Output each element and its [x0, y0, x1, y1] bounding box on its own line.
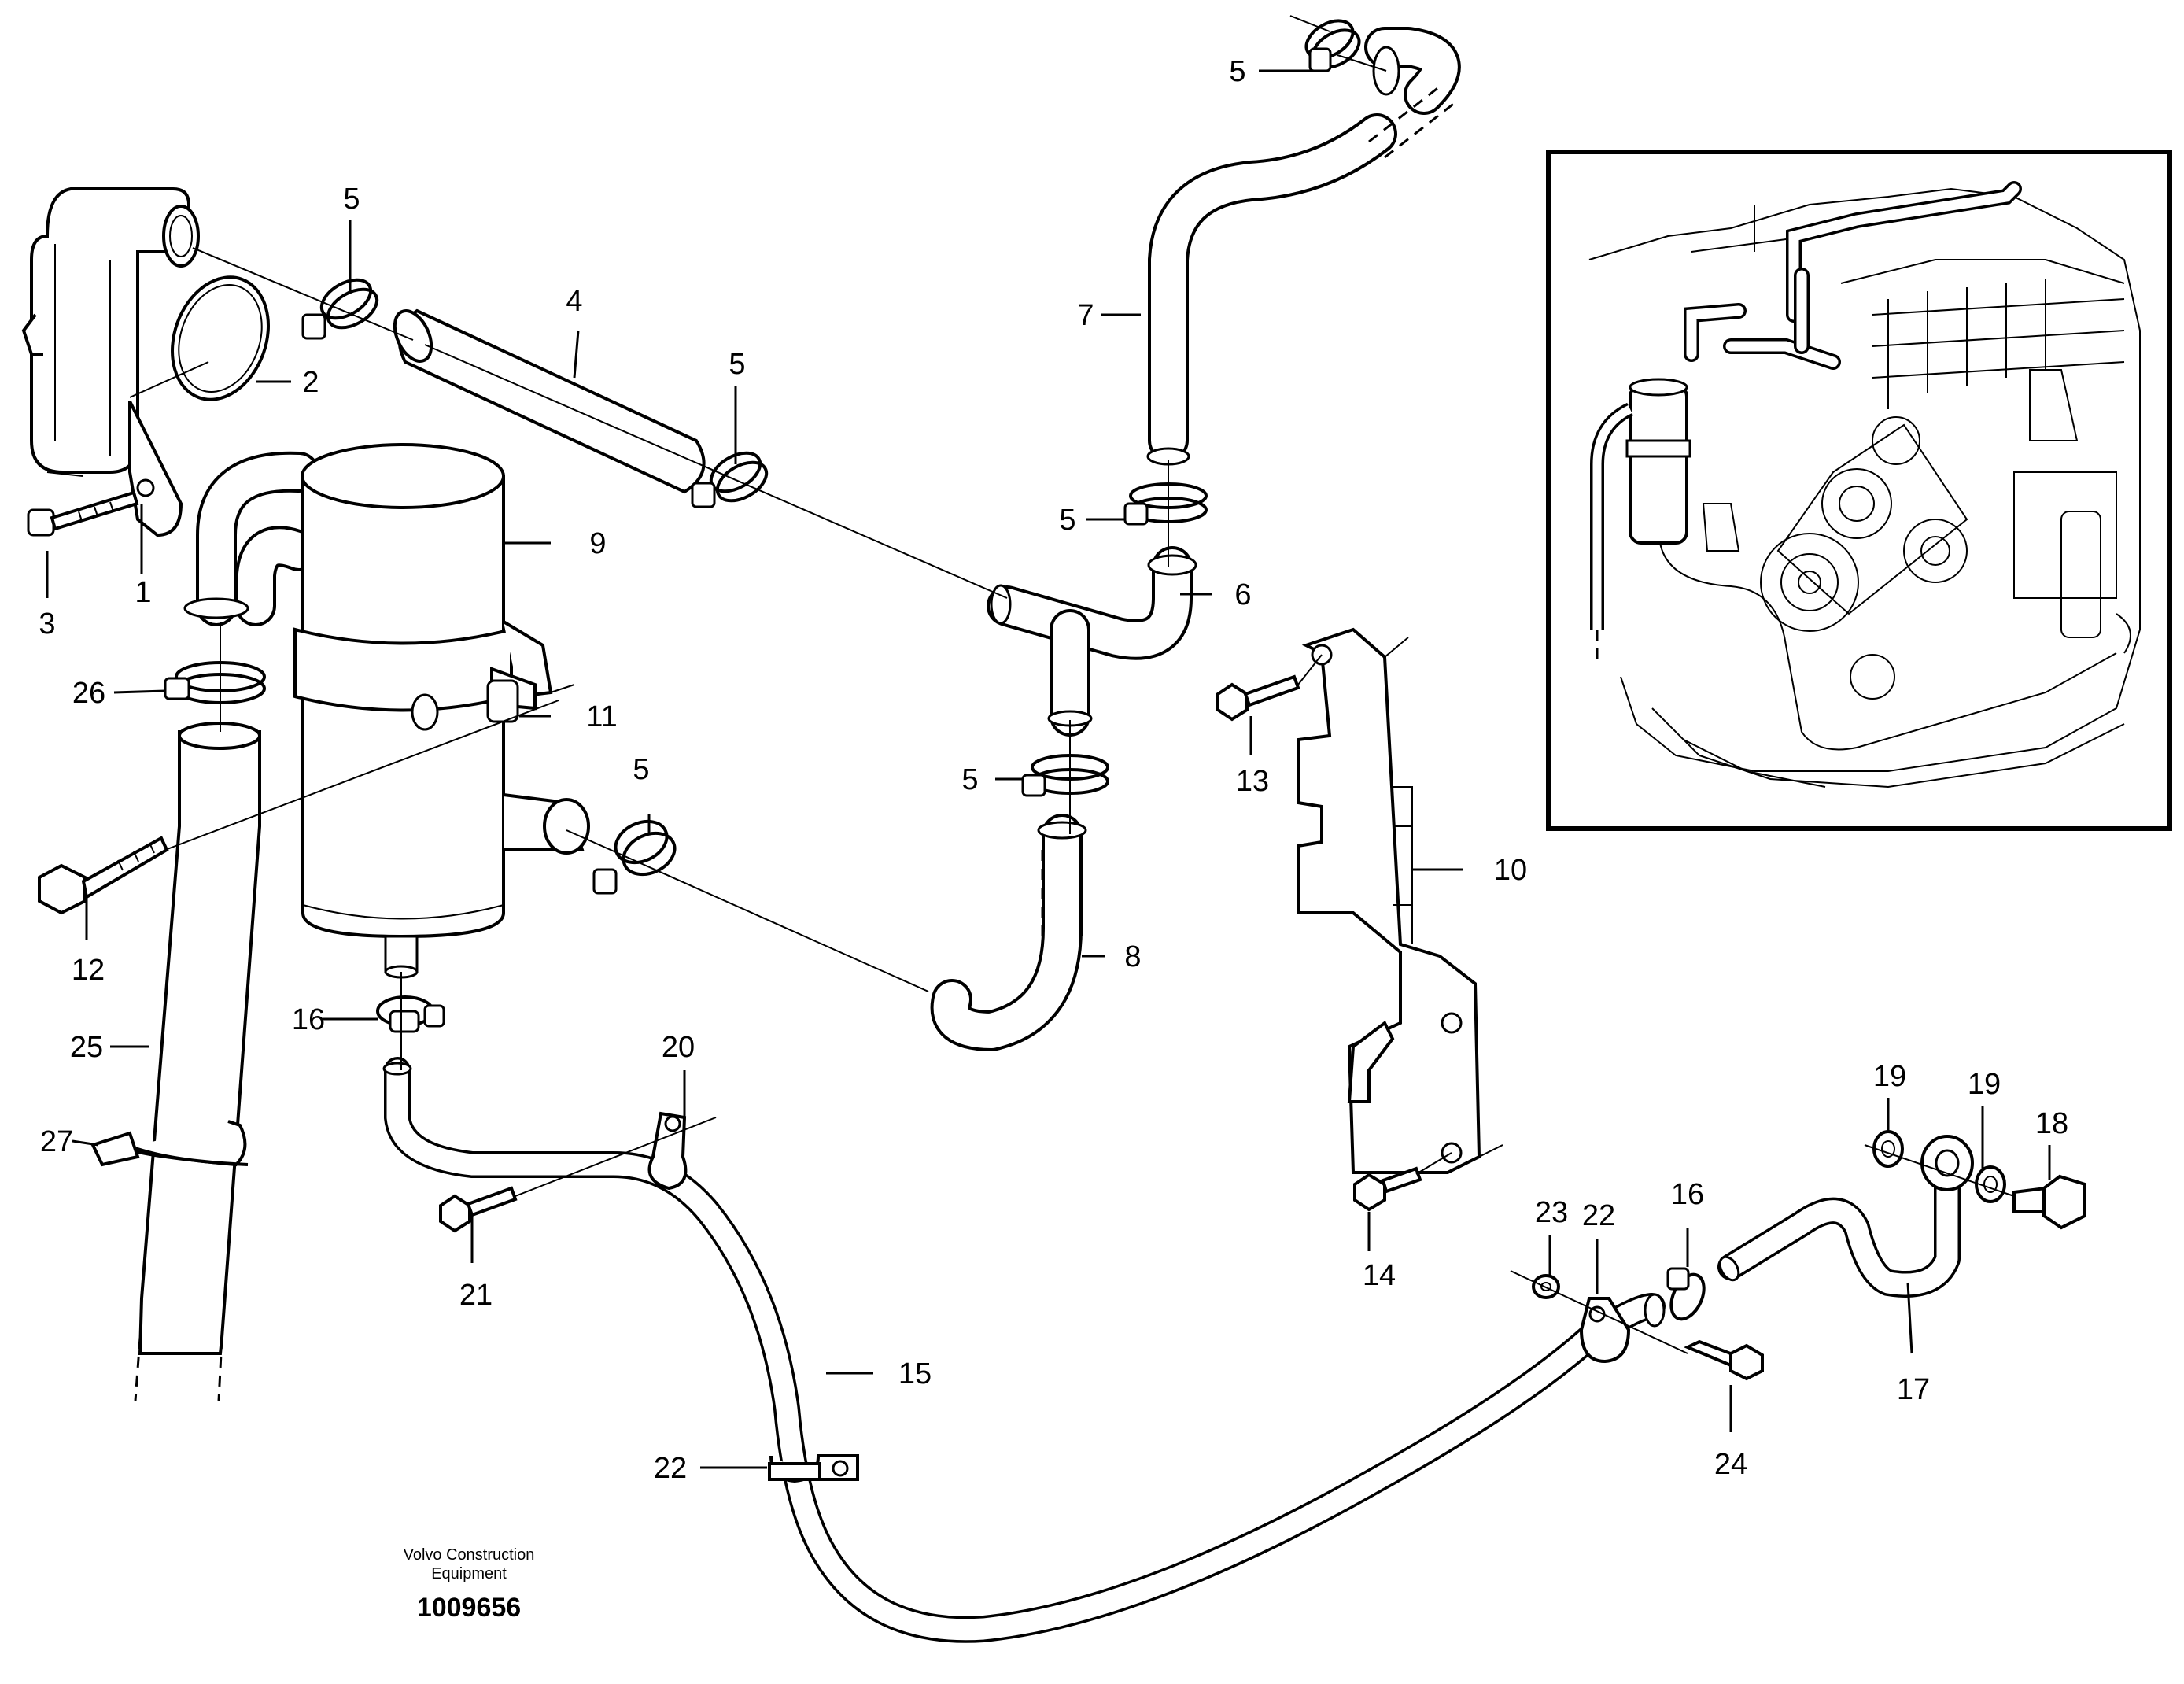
part-4-pipe — [393, 308, 706, 494]
leader-lines — [46, 15, 2051, 1469]
part-3-bolt — [27, 490, 139, 537]
callout-8: 8 — [1124, 940, 1141, 973]
part-5-hose-clamp-a — [301, 278, 379, 340]
part-5-hose-clamp-e — [1021, 754, 1109, 797]
part-16-hose-clamp-b — [1666, 1267, 1706, 1321]
document-number: 1009656 — [417, 1593, 521, 1623]
part-1-elbow — [21, 187, 200, 537]
callout-5-e: 5 — [961, 763, 978, 796]
part-21-bolt — [439, 1186, 518, 1233]
callout-21: 21 — [459, 1279, 493, 1312]
callout-11: 11 — [586, 700, 617, 733]
callout-10: 10 — [1494, 854, 1527, 887]
callout-20: 20 — [662, 1031, 695, 1064]
callout-5-d: 5 — [1059, 504, 1075, 537]
callout-4: 4 — [566, 285, 582, 318]
part-17-pipe — [1717, 1135, 1974, 1298]
callout-22-a: 22 — [654, 1452, 687, 1485]
part-5-hose-clamp-b — [691, 451, 769, 508]
callout-24: 24 — [1714, 1448, 1747, 1481]
callout-1: 1 — [135, 576, 151, 609]
part-18-bolt — [2012, 1174, 2086, 1230]
part-26-hose-clamp — [164, 661, 266, 704]
callout-16-b: 16 — [1671, 1178, 1704, 1211]
callout-25: 25 — [70, 1031, 103, 1064]
brand-name-line1: Volvo Construction — [404, 1546, 535, 1564]
part-22-p-clip-a — [768, 1454, 859, 1483]
part-14-bolt — [1353, 1166, 1422, 1212]
callout-19-b: 19 — [1968, 1068, 2001, 1101]
callout-6: 6 — [1234, 578, 1251, 611]
callout-5-a: 5 — [343, 183, 360, 216]
callout-26: 26 — [72, 677, 105, 710]
part-7-hose — [1146, 27, 1461, 466]
part-19-washer-b — [1975, 1165, 2006, 1203]
part-20-p-clip — [647, 1111, 688, 1191]
callout-23: 23 — [1535, 1196, 1568, 1229]
callout-27: 27 — [40, 1125, 73, 1158]
part-19-washer-a — [1872, 1130, 1904, 1168]
part-15-hose — [382, 1057, 1666, 1643]
callout-16-a: 16 — [292, 1003, 325, 1036]
callout-14: 14 — [1363, 1259, 1396, 1292]
inset-engine-view — [1546, 150, 2172, 831]
part-5-hose-clamp-d — [1123, 482, 1208, 526]
part-11-clamp — [486, 667, 537, 723]
part-12-bolt — [38, 836, 169, 915]
part-6-t-pipe — [987, 546, 1197, 737]
callout-13: 13 — [1236, 765, 1269, 798]
callout-12: 12 — [72, 954, 105, 987]
callout-3: 3 — [39, 607, 55, 641]
part-2-o-ring — [171, 275, 270, 401]
callout-22-b: 22 — [1582, 1199, 1615, 1232]
callout-2: 2 — [302, 366, 319, 399]
callout-17: 17 — [1897, 1373, 1930, 1406]
callout-labels: 1 2 3 4 5 5 5 5 5 5 6 7 8 9 10 11 12 13 … — [39, 55, 2068, 1485]
part-16-hose-clamp-a — [376, 995, 445, 1033]
part-8-hose — [930, 814, 1087, 1051]
part-5-hose-clamp-f — [592, 819, 677, 895]
callout-19-a: 19 — [1873, 1060, 1906, 1093]
callout-5-b: 5 — [729, 348, 745, 381]
part-13-bolt — [1216, 674, 1300, 722]
part-5-hose-clamp-c — [1304, 19, 1361, 72]
part-27-cable-tie — [90, 1120, 249, 1167]
callout-5-c: 5 — [1229, 55, 1245, 88]
callout-7: 7 — [1077, 299, 1094, 332]
brand-footer: Volvo Construction Equipment 1009656 — [404, 1546, 535, 1623]
part-25-hose — [134, 722, 261, 1401]
callout-18: 18 — [2035, 1107, 2068, 1140]
callout-5-f: 5 — [633, 753, 649, 786]
callout-9: 9 — [589, 527, 606, 560]
part-10-bracket — [1297, 627, 1481, 1174]
part-24-bolt — [1684, 1339, 1764, 1381]
brand-name-line2: Equipment — [431, 1565, 507, 1582]
callout-15: 15 — [898, 1357, 932, 1390]
